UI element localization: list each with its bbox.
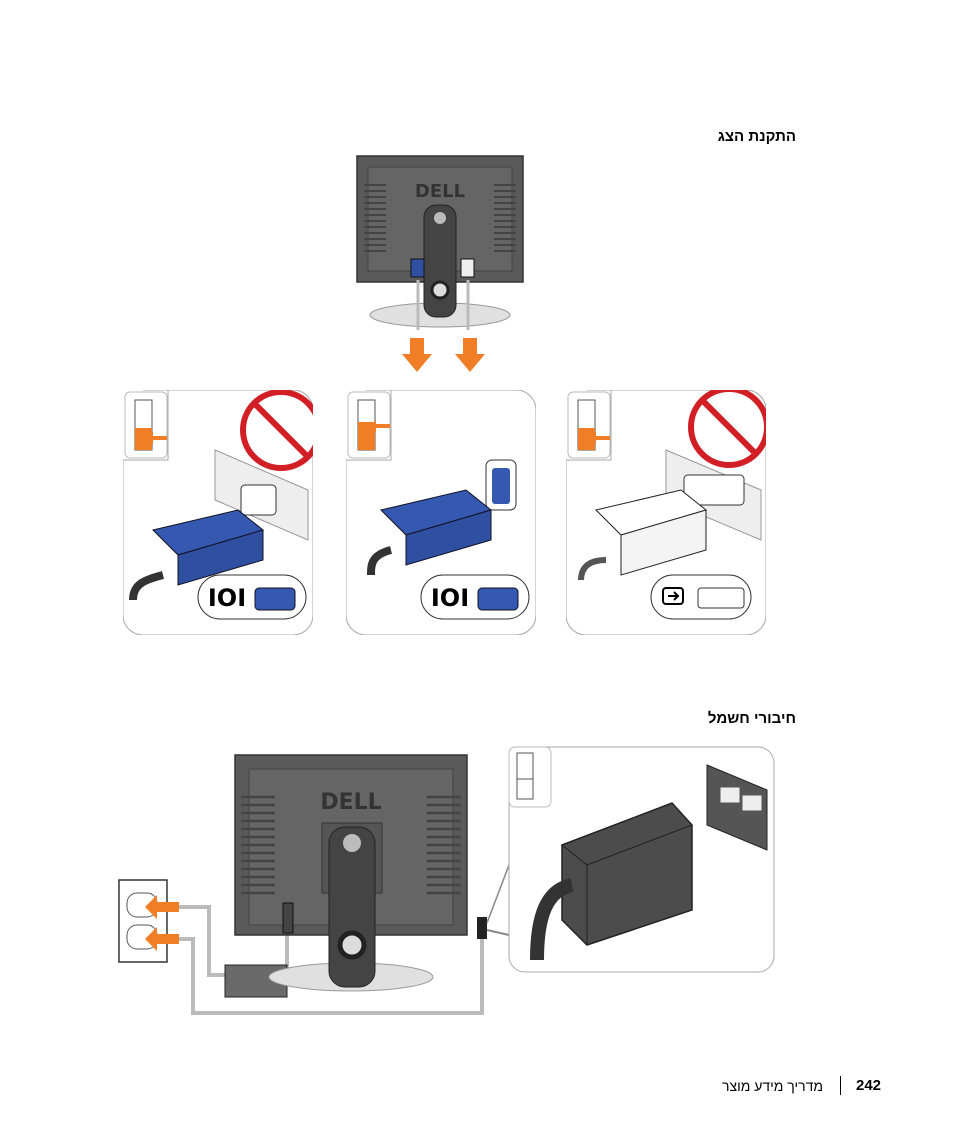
footer-separator xyxy=(840,1076,841,1095)
dell-logo: DELL xyxy=(415,181,465,202)
monitor-back-illustration: DELL xyxy=(356,155,524,330)
vga-port-icon: IOI xyxy=(208,584,246,612)
dvi-panel xyxy=(566,390,766,635)
dell-logo: DELL xyxy=(320,790,381,815)
footer-title: מדריך מידע מוצר xyxy=(722,1078,823,1094)
page-footer: מדריך מידע מוצר 242 xyxy=(690,1076,890,1098)
display-setup-heading: התקנת הצג xyxy=(690,128,796,145)
power-connections-heading: חיבורי חשמל xyxy=(670,710,796,727)
vga-correct-panel: IOI xyxy=(346,390,536,635)
down-arrow-icon xyxy=(402,338,432,372)
power-connection-illustration: DELL xyxy=(117,745,777,1020)
vga-port-icon: IOI xyxy=(431,584,469,612)
page-number: 242 xyxy=(856,1077,881,1094)
down-arrow-icon xyxy=(455,338,485,372)
vga-incorrect-panel: IOI xyxy=(123,390,313,635)
